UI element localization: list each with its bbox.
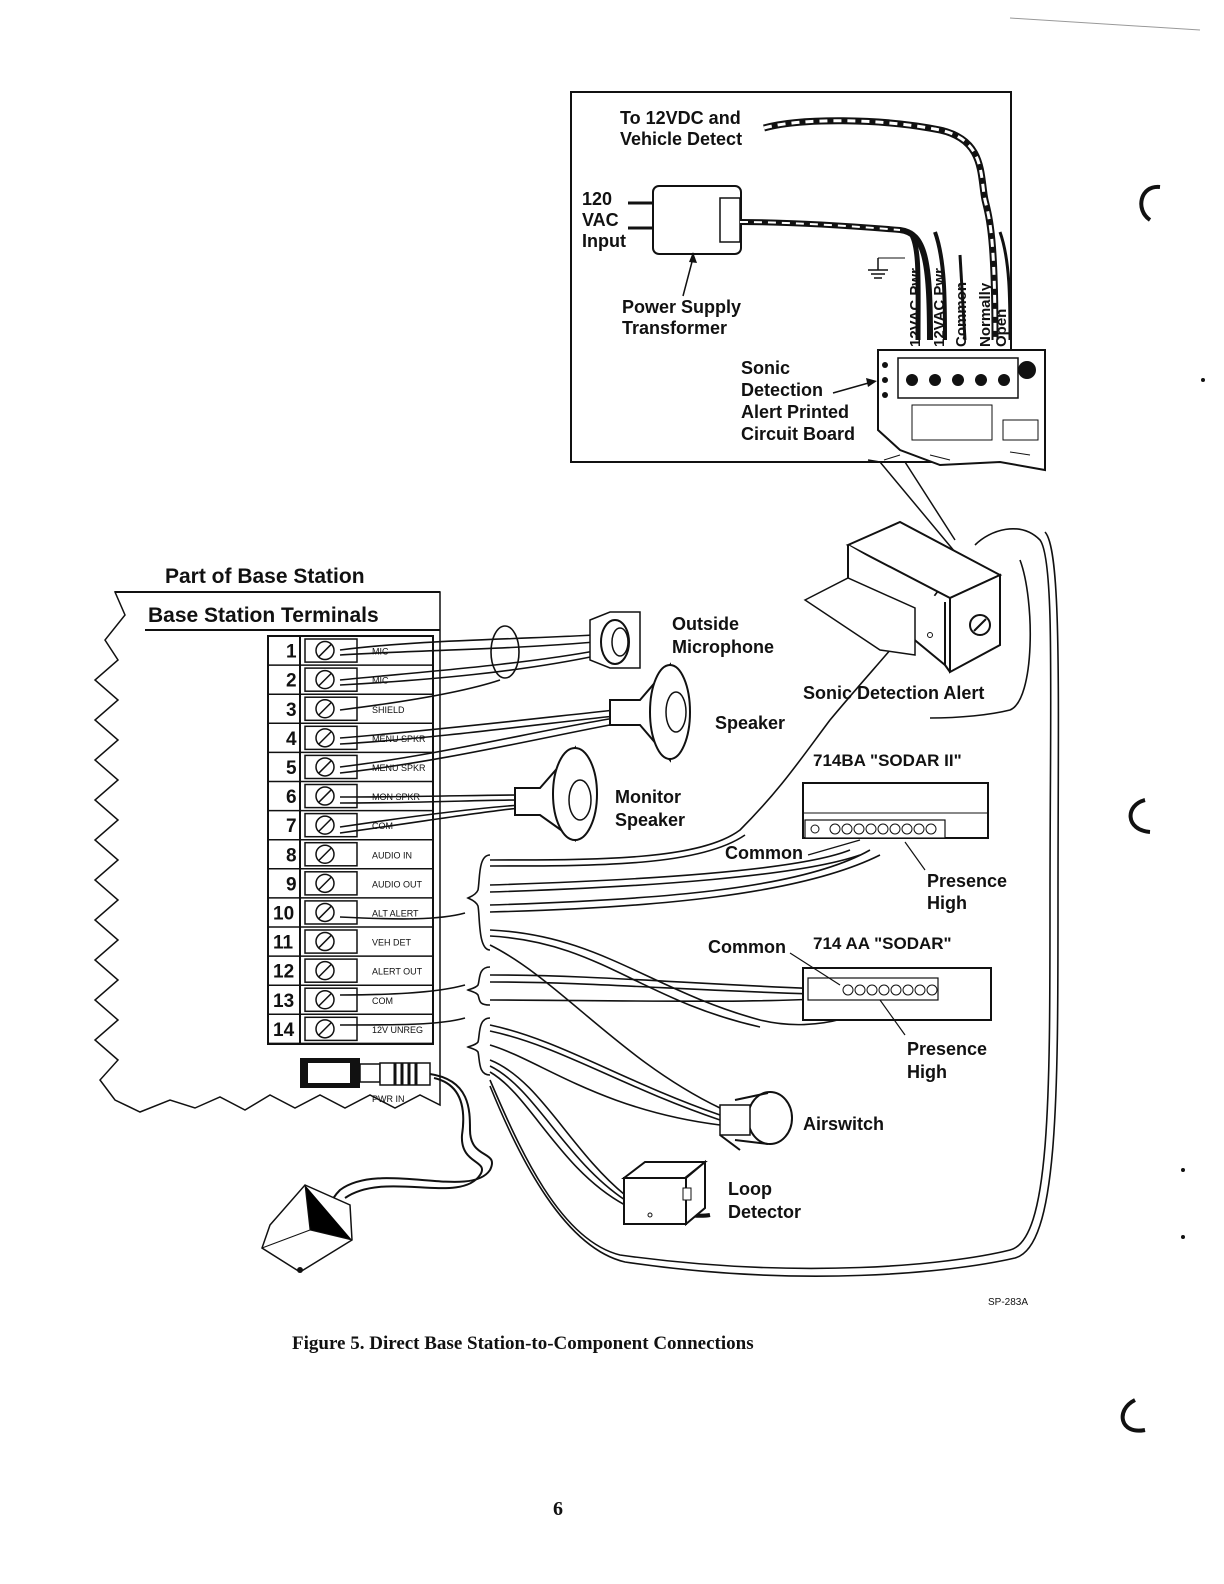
terminal-number: 2 [286, 671, 297, 692]
sodar-ii-label: 714BA "SODAR II" [813, 751, 962, 770]
pcb-line4: Circuit Board [741, 424, 855, 444]
power-adapter [261, 1058, 493, 1273]
to-12vdc-line1: To 12VDC and [620, 108, 741, 128]
monitor-line1: Monitor [615, 787, 681, 807]
page-number: 6 [553, 1498, 563, 1520]
terminal-label: MIC [372, 676, 389, 686]
wire-label-open: Open [993, 309, 1010, 347]
presence-1-line2: High [927, 893, 967, 913]
terminal-number: 11 [273, 933, 294, 954]
terminal-label: COM [372, 821, 393, 831]
sonic-detection-alert-box [803, 520, 1003, 674]
inset-panel [570, 91, 1046, 553]
base-station-terminals-label: Base Station Terminals [148, 604, 379, 627]
airswitch-label: Airswitch [803, 1114, 884, 1134]
terminal-label: ALERT OUT [372, 967, 423, 977]
terminal-1: 1 MIC [268, 638, 433, 666]
part-of-base-station-label: Part of Base Station [165, 565, 365, 588]
loop-line2: Detector [728, 1202, 801, 1222]
terminal-14: 14 12V UNREG [268, 1016, 433, 1045]
terminal-number: 7 [286, 816, 297, 837]
wire-label-12vac-2: 12VAC Pwr [931, 268, 948, 347]
terminal-number: 3 [286, 700, 297, 721]
terminal-number: 8 [286, 845, 297, 866]
terminal-3: 3 SHIELD [268, 696, 433, 725]
terminal-label: SHIELD [372, 705, 405, 715]
terminal-label: MIC [372, 647, 389, 657]
speaker [609, 662, 691, 763]
vac-line3: Input [582, 231, 626, 251]
common-label-2: Common [708, 937, 786, 957]
terminal-number: 1 [286, 642, 297, 663]
outside-mic-line1: Outside [672, 614, 739, 634]
terminal-label: VEH DET [372, 938, 412, 948]
speaker-label: Speaker [715, 713, 785, 733]
transformer-line1: Power Supply [622, 297, 741, 317]
airswitch-unit [719, 1091, 793, 1151]
transformer-line2: Transformer [622, 318, 727, 338]
presence-2-line2: High [907, 1062, 947, 1082]
vac-line2: VAC [582, 210, 619, 230]
terminal-number: 9 [286, 874, 297, 895]
monitor-line2: Speaker [615, 810, 685, 830]
outside-mic-line2: Microphone [672, 637, 774, 657]
terminal-label: AUDIO OUT [372, 879, 423, 889]
terminal-label: COM [372, 996, 393, 1006]
sodar-ii-unit [802, 782, 989, 871]
hole-punch-marks [1120, 184, 1161, 1433]
common-label-1: Common [725, 843, 803, 863]
terminal-10: 10 ALT ALERT [268, 900, 433, 928]
terminal-number: 13 [273, 991, 294, 1012]
terminal-8: 8 AUDIO IN [268, 841, 433, 870]
loop-detector-unit [621, 1159, 708, 1227]
outside-microphone [589, 611, 641, 669]
wire-braces [339, 854, 491, 1076]
wire-label-common: Common [953, 282, 970, 347]
terminal-9: 9 AUDIO OUT [268, 871, 433, 899]
terminal-number: 12 [273, 962, 294, 983]
terminal-11: 11 VEH DET [268, 929, 433, 957]
pwr-in-label: PWR IN [372, 1094, 405, 1104]
figure-caption: Figure 5. Direct Base Station-to-Compone… [292, 1333, 754, 1354]
pcb-line2: Detection [741, 380, 823, 400]
vac-line1: 120 [582, 189, 612, 209]
terminal-number: 6 [286, 787, 297, 808]
terminal-number: 14 [273, 1020, 295, 1041]
terminal-number: 4 [286, 729, 297, 750]
sonic-alert-label: Sonic Detection Alert [803, 683, 984, 703]
sodar-label: 714 AA "SODAR" [813, 934, 952, 953]
sodar-unit [789, 952, 992, 1036]
wire-label-normally: Normally [977, 282, 994, 347]
pcb-line1: Sonic [741, 358, 790, 378]
presence-2-line1: Presence [907, 1039, 987, 1059]
terminal-label: 12V UNREG [372, 1025, 423, 1035]
terminal-number: 10 [273, 903, 294, 924]
monitor-speaker [514, 745, 598, 842]
terminal-label: MENU SPKR [372, 763, 426, 773]
terminal-12: 12 ALERT OUT [268, 958, 433, 986]
terminal-13: 13 COM [268, 987, 433, 1016]
terminal-2: 2 MIC [268, 667, 433, 695]
terminal-number: 5 [286, 758, 297, 779]
terminal-label: AUDIO IN [372, 850, 412, 860]
to-12vdc-line2: Vehicle Detect [620, 129, 742, 149]
pcb-line3: Alert Printed [741, 402, 849, 422]
loop-line1: Loop [728, 1179, 772, 1199]
wire-label-12vac-1: 12VAC Pwr [907, 268, 924, 347]
wires [339, 528, 1060, 1277]
terminal-label: ALT ALERT [372, 908, 419, 918]
presence-1-line1: Presence [927, 871, 1007, 891]
figure-reference: SP-283A [988, 1297, 1029, 1308]
